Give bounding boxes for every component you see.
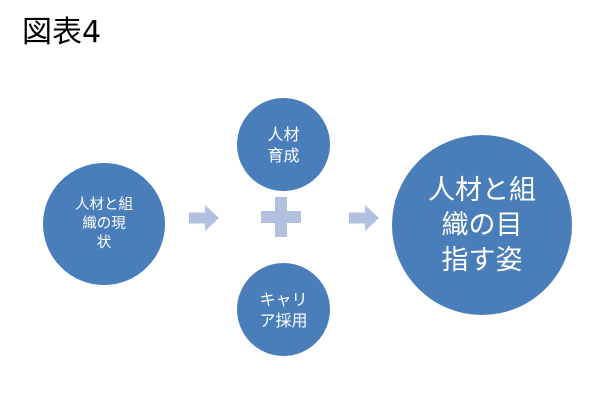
- node-goal-state-label: 人材と組 織の目 指す姿: [428, 174, 536, 276]
- arrow-right-icon: [348, 202, 380, 234]
- node-hiring-label: キャリ ア採用: [259, 289, 308, 330]
- node-goal-state: 人材と組 織の目 指す姿: [392, 135, 572, 315]
- node-development: 人材 育成: [237, 98, 330, 191]
- page-title: 図表4: [22, 15, 102, 50]
- node-current-state-label: 人材と組 織の現 状: [75, 196, 133, 251]
- node-current-state: 人材と組 織の現 状: [43, 163, 165, 285]
- node-hiring: キャリ ア採用: [237, 263, 330, 356]
- plus-icon: [261, 197, 301, 237]
- arrow-right-icon: [188, 202, 220, 234]
- node-development-label: 人材 育成: [267, 124, 300, 165]
